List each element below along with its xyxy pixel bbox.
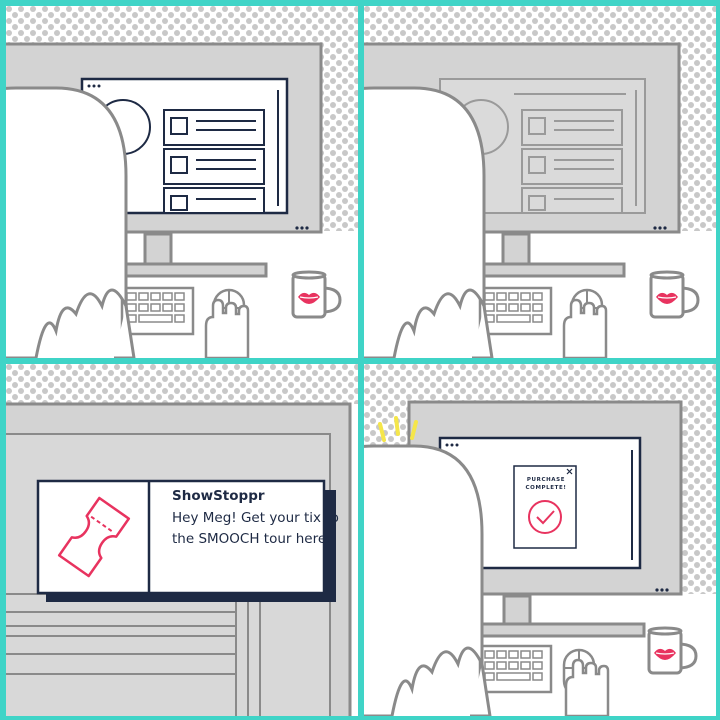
lips-icon (656, 292, 678, 304)
person-head (6, 86, 128, 358)
person-head (364, 444, 484, 716)
keyboard (478, 644, 553, 694)
person-shoulder (470, 663, 492, 716)
panel-2-scene (364, 6, 716, 358)
panel-1-scene (6, 6, 358, 358)
keyboard (478, 286, 553, 336)
purchase-popup-title: PURCHASE COMPLETE! (525, 477, 567, 491)
monitor-buttons (655, 588, 669, 592)
monitor-buttons (295, 226, 309, 230)
monitor-buttons (653, 226, 667, 230)
notification-message: Hey Meg! Get your tix to the SMOOCH tour… (172, 510, 339, 547)
close-icon[interactable] (566, 468, 573, 475)
browser-window (80, 77, 289, 215)
panel-4: PURCHASE COMPLETE! (364, 364, 716, 716)
mug (647, 626, 698, 675)
panel-2 (364, 6, 716, 358)
person-head (364, 86, 486, 358)
monitor-stand (143, 232, 173, 268)
hand (562, 298, 608, 358)
lips-icon (298, 292, 320, 304)
purchase-popup (513, 465, 577, 549)
panel-4-scene (364, 364, 716, 716)
hand (204, 298, 250, 358)
lips-icon (654, 648, 676, 660)
checkmark-circle-icon (528, 500, 562, 534)
person-shoulder (472, 305, 494, 358)
mug (291, 270, 342, 319)
mug (649, 270, 700, 319)
person-shoulder (114, 305, 136, 358)
keyboard (120, 286, 195, 336)
monitor-stand (502, 594, 532, 628)
hand (564, 658, 610, 716)
dotted-wall (6, 364, 358, 404)
notification-title: ShowStoppr (172, 488, 265, 504)
panel-3: ShowStoppr Hey Meg! Get your tix to the … (6, 364, 358, 716)
panel-3-scene (6, 364, 358, 716)
notification-text[interactable]: ShowStoppr Hey Meg! Get your tix to the … (172, 486, 342, 550)
excitement-lines-icon (378, 416, 418, 442)
panel-1 (6, 6, 358, 358)
monitor-stand (501, 232, 531, 268)
